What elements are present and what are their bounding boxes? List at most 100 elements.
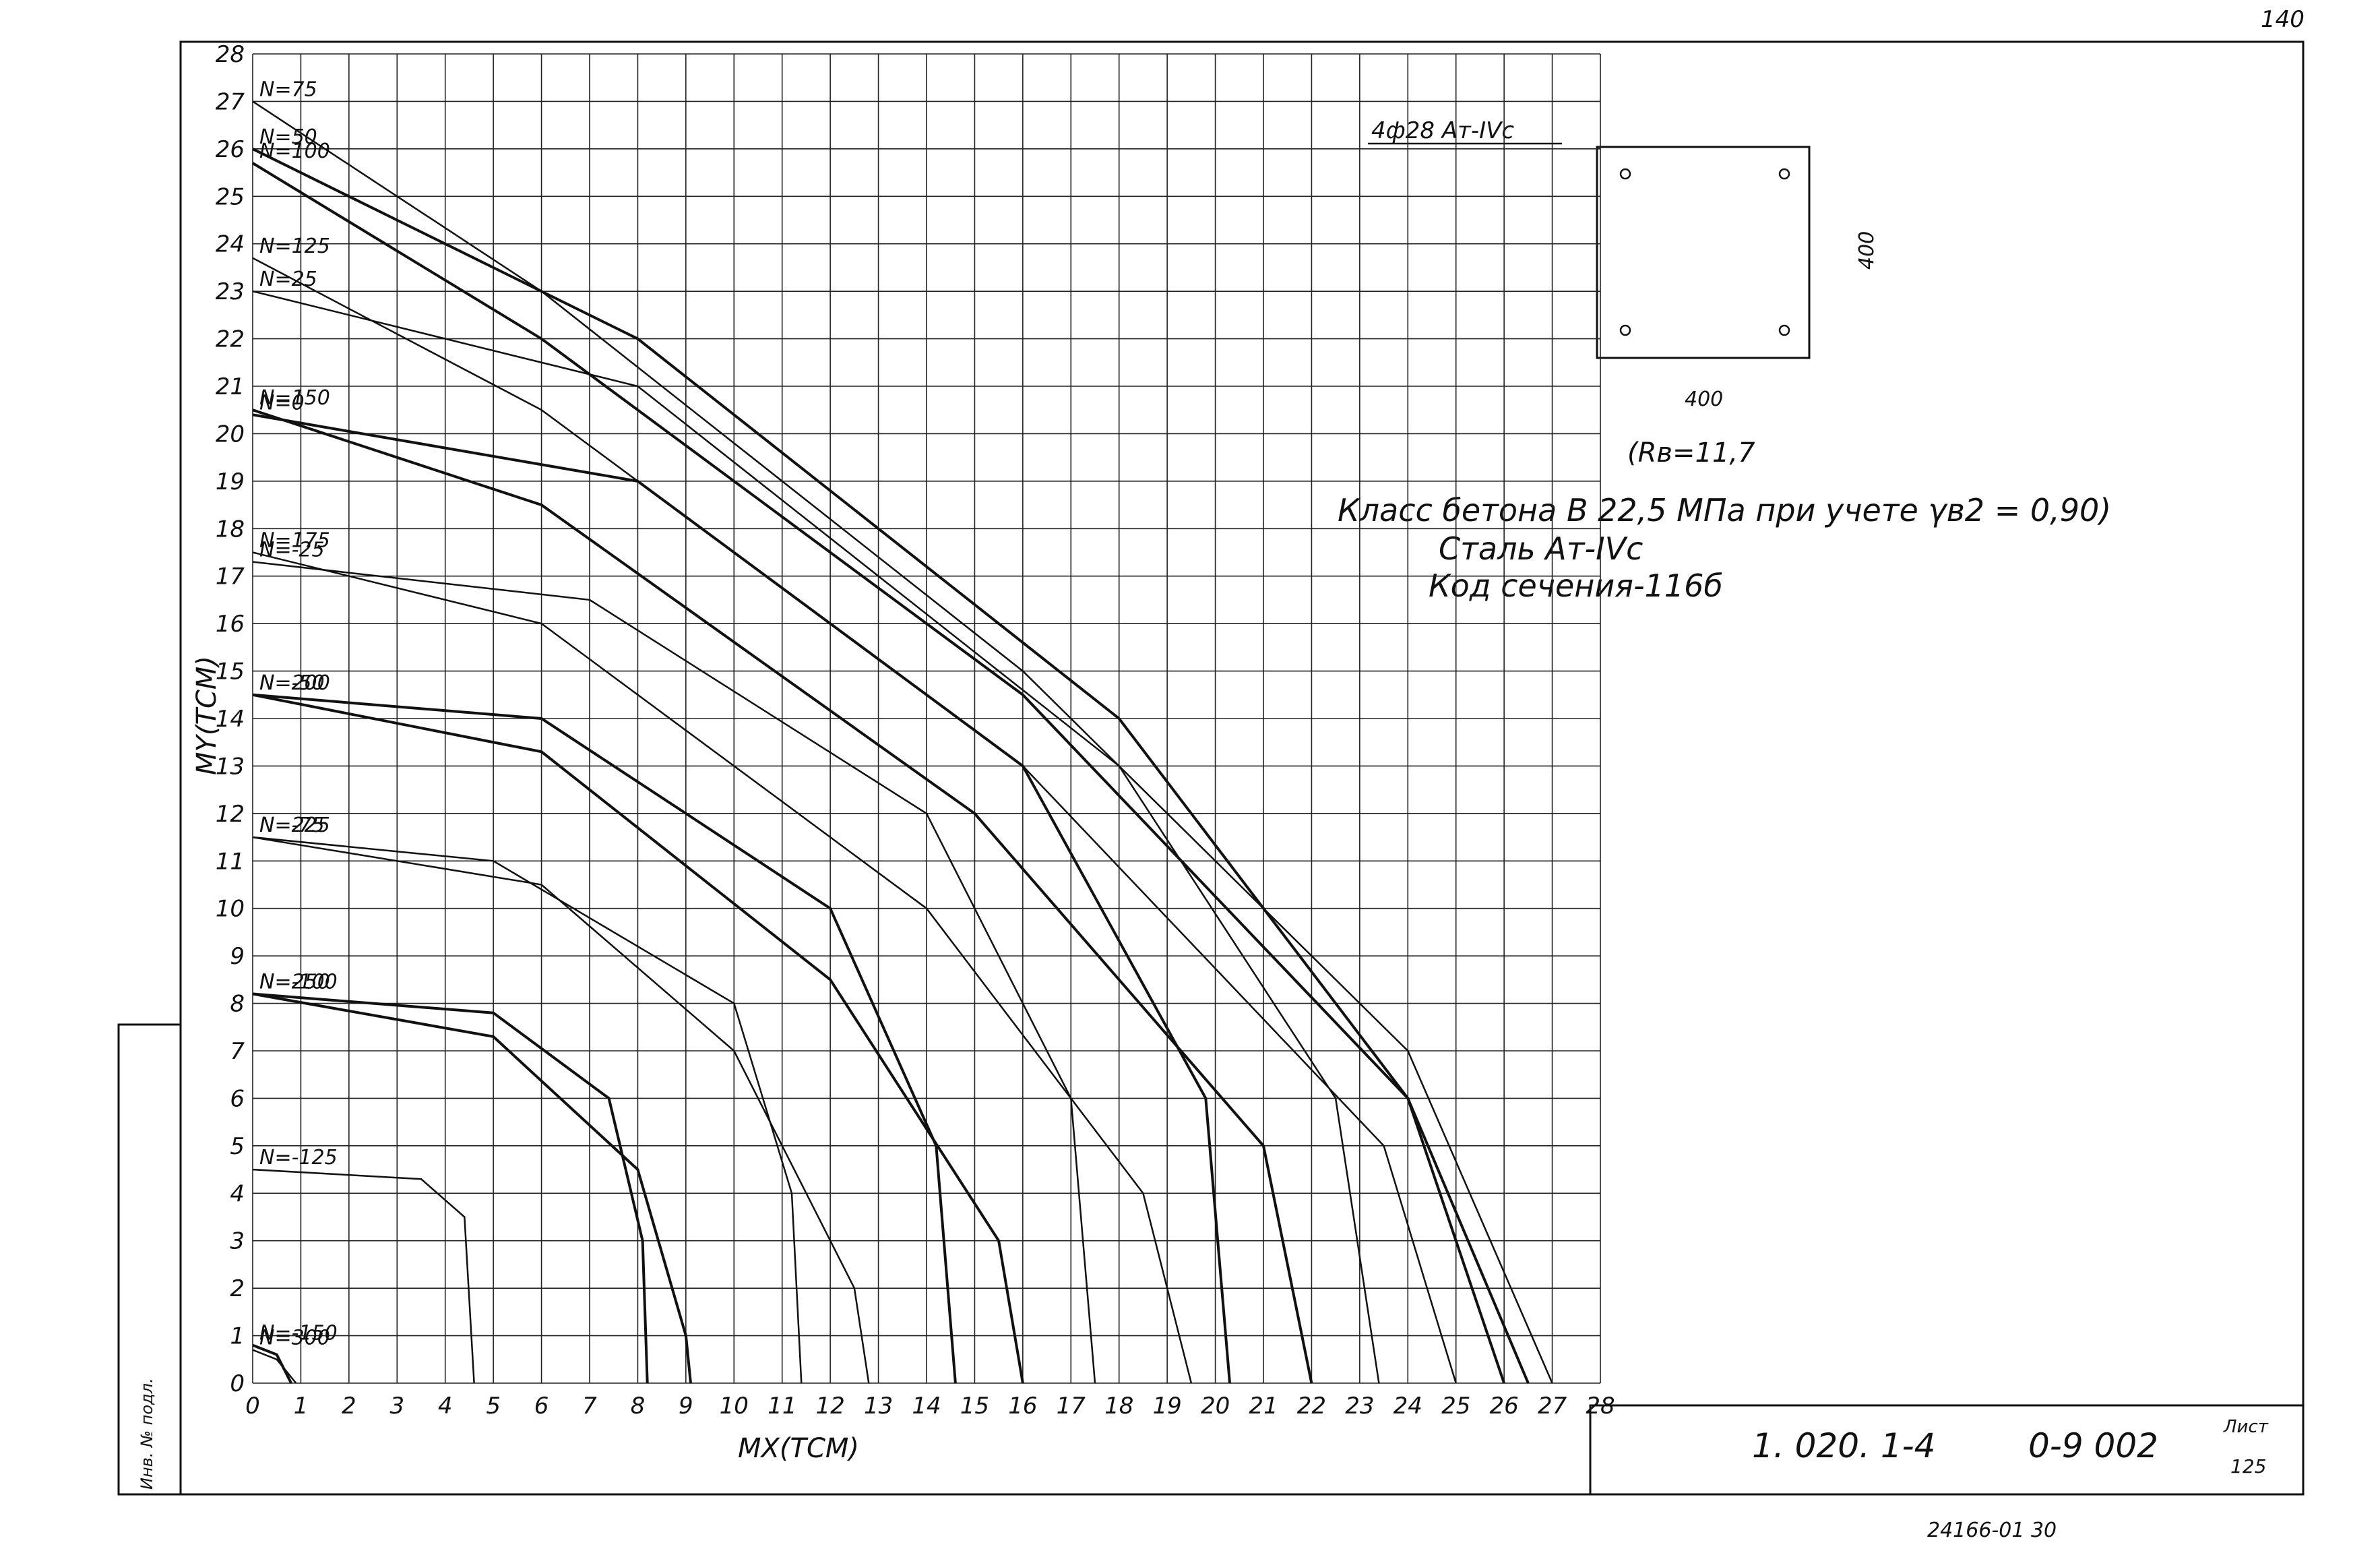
series-line	[252, 992, 649, 1384]
y-tick-label: 23	[216, 278, 245, 305]
rebar-bar	[1619, 168, 1631, 180]
x-tick-label: 13	[864, 1393, 893, 1420]
y-tick-label: 27	[216, 88, 245, 115]
sheet-label: Лист	[2223, 1417, 2269, 1437]
y-tick-label: 8	[230, 991, 245, 1018]
y-tick-label: 6	[230, 1085, 245, 1112]
y-axis-label: MY(TCM)	[191, 656, 222, 775]
page-number: 140	[2261, 6, 2305, 33]
y-tick-label: 10	[216, 896, 245, 923]
y-tick-label: 4	[230, 1180, 245, 1207]
y-tick-label: 18	[216, 516, 245, 543]
y-tick-label: 20	[216, 421, 245, 448]
section-outline	[1596, 146, 1811, 359]
y-tick-label: 13	[216, 753, 245, 780]
x-tick-label: 3	[389, 1393, 404, 1420]
x-tick-label: 11	[768, 1393, 796, 1420]
rebar-label: 4ф28 Ат-IVc	[1371, 117, 1514, 144]
series-label: N=0	[259, 391, 305, 415]
series-label: N=-125	[259, 1146, 338, 1169]
x-tick-label: 27	[1538, 1393, 1567, 1420]
rebar-bar	[1778, 324, 1790, 336]
x-tick-label: 14	[912, 1393, 941, 1420]
stamp-inv: Инв. № подл.	[137, 1378, 156, 1490]
x-tick-label: 8	[631, 1393, 646, 1420]
x-tick-label: 24	[1393, 1393, 1422, 1420]
y-tick-label: 16	[216, 611, 245, 638]
y-tick-label: 12	[216, 801, 245, 828]
series-line	[252, 148, 1505, 1384]
x-tick-label: 9	[679, 1393, 693, 1420]
y-tick-label: 9	[230, 943, 245, 970]
series-label: N=-150	[259, 1322, 338, 1345]
x-tick-label: 26	[1490, 1393, 1519, 1420]
series-line	[252, 257, 1457, 1384]
series-line	[252, 693, 1024, 1384]
series-label: N=300	[259, 1327, 330, 1350]
series-line	[252, 693, 957, 1384]
x-tick-label: 2	[342, 1393, 356, 1420]
y-tick-label: 21	[216, 373, 245, 400]
section-sketch: 4ф28 Ат-IVc 400 400	[1368, 117, 1879, 411]
y-tick-label: 15	[216, 659, 245, 686]
series-label: N=200	[259, 671, 330, 695]
x-tick-label: 10	[720, 1393, 749, 1420]
note-steel: Сталь Ат-IVc	[1439, 530, 1643, 567]
series-label: N=125	[259, 235, 330, 258]
series-line	[252, 561, 1096, 1384]
y-tick-label: 17	[216, 564, 245, 590]
series-line	[252, 836, 870, 1384]
x-tick-label: 20	[1201, 1393, 1230, 1420]
rebar-bar	[1778, 168, 1790, 180]
rebar-bar	[1619, 324, 1631, 336]
x-tick-label: 22	[1297, 1393, 1326, 1420]
y-tick-label: 0	[230, 1370, 245, 1397]
x-tick-label: 4	[438, 1393, 453, 1420]
x-tick-label: 21	[1249, 1393, 1278, 1420]
x-tick-label: 1	[294, 1393, 309, 1420]
y-tick-label: 1	[230, 1323, 245, 1350]
series-label: N=-25	[259, 539, 325, 562]
series-line	[251, 162, 1530, 1384]
y-tick-label: 25	[216, 183, 245, 210]
series-label: N=-100	[259, 970, 338, 994]
y-tick-label: 3	[230, 1228, 245, 1255]
x-tick-label: 12	[816, 1393, 845, 1420]
y-tick-label: 19	[216, 468, 245, 495]
x-tick-label: 28	[1586, 1393, 1615, 1420]
series-line	[252, 836, 803, 1384]
series-label: N=75	[259, 78, 317, 101]
series-label: N=-50	[259, 671, 325, 695]
dim-height: 400	[1855, 231, 1879, 270]
series-line	[252, 1349, 297, 1384]
y-tick-label: 24	[216, 231, 245, 258]
note-concrete: Класс бетона В 22,5 МПа при учете γв2 = …	[1338, 492, 2111, 528]
doc-code: 1. 020. 1-4	[1752, 1426, 1936, 1465]
y-tick-label: 26	[216, 136, 245, 163]
series-line	[252, 1343, 292, 1384]
x-tick-label: 23	[1345, 1393, 1374, 1420]
x-tick-label: 6	[534, 1393, 549, 1420]
x-tick-label: 0	[245, 1393, 260, 1420]
y-tick-label: 5	[230, 1133, 245, 1160]
notes: (Rв=11,7 Класс бетона В 22,5 МПа при уче…	[1338, 437, 2111, 604]
y-tick-label: 14	[216, 706, 245, 733]
x-tick-label: 15	[960, 1393, 989, 1420]
series-line	[252, 1168, 475, 1384]
series-label: N=-75	[259, 814, 325, 837]
series-line	[252, 992, 692, 1384]
series-line	[252, 100, 1553, 1384]
title-block	[1589, 1404, 2305, 1496]
dim-width: 400	[1685, 388, 1723, 411]
x-tick-label: 5	[486, 1393, 501, 1420]
side-stamp	[117, 1023, 182, 1496]
drawing-code: 0-9 002	[2028, 1426, 2158, 1465]
x-tick-label: 16	[1008, 1393, 1037, 1420]
note-rb: (Rв=11,7	[1627, 437, 1755, 468]
y-tick-label: 28	[216, 41, 245, 68]
y-tick-label: 11	[216, 848, 245, 875]
series-label: N=100	[259, 140, 330, 163]
series-line	[252, 551, 1193, 1384]
